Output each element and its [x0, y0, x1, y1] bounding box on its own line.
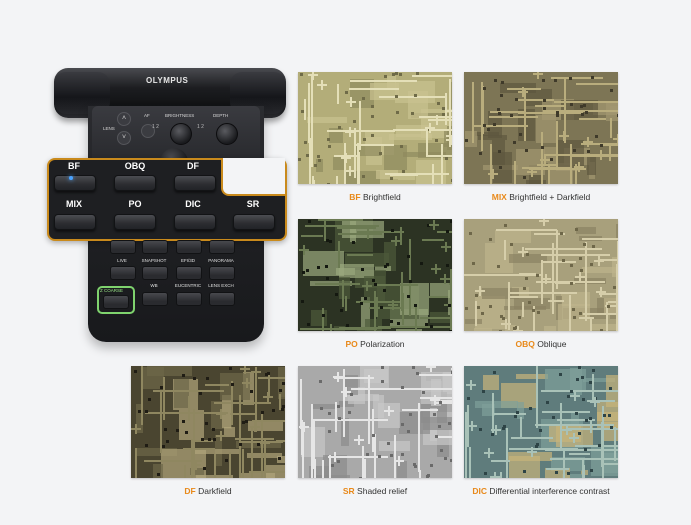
chevron-up-icon[interactable]: ˄: [117, 112, 131, 126]
panorama-button[interactable]: [209, 266, 235, 280]
sample-image-obq: [464, 219, 618, 331]
sample-image-df: [131, 366, 285, 478]
blank-key-4[interactable]: [209, 240, 235, 254]
mode-panel-notch: [221, 158, 285, 196]
bf-micrograph: [298, 72, 452, 184]
lens-exch-button[interactable]: [209, 292, 235, 306]
caption-bf: BF Brightfield: [265, 192, 485, 202]
mode-button-sr[interactable]: [233, 214, 275, 230]
live-label: LIVE: [117, 258, 127, 263]
sample-image-po: [298, 219, 452, 331]
mode-button-obq[interactable]: [114, 175, 156, 191]
lens-label: LENS: [103, 126, 115, 131]
live-button[interactable]: [110, 266, 136, 280]
tick-marks-mid: 1 2: [197, 124, 204, 130]
mode-label-mix: MIX: [65, 199, 82, 209]
caption-df-abbr: DF: [184, 486, 196, 496]
bf-active-led: [69, 176, 73, 180]
caption-sr-abbr: SR: [342, 486, 355, 496]
brightness-knob[interactable]: [170, 123, 192, 145]
mode-label-df: DF: [187, 161, 199, 171]
af-button[interactable]: [141, 124, 155, 138]
caption-dic: DIC Differential interference contrast: [431, 486, 651, 496]
mode-button-df[interactable]: [174, 175, 216, 191]
mode-label-po: PO: [128, 199, 142, 209]
lens-exch-label: LENS EXCH: [208, 283, 234, 288]
obq-micrograph: [464, 219, 618, 331]
mode-label-sr: SR: [246, 199, 260, 209]
mode-button-mix[interactable]: [54, 214, 96, 230]
brightness-label: BRIGHTNESS: [165, 113, 195, 118]
wb-label: WB: [150, 283, 158, 288]
wb-button[interactable]: [142, 292, 168, 306]
caption-sr-name: Shaded relief: [357, 486, 408, 496]
panorama-label: PANORAMA: [208, 258, 234, 263]
sample-image-dic: [464, 366, 618, 478]
caption-obq-abbr: OBQ: [515, 339, 535, 349]
caption-mix: MIX Brightfield + Darkfield: [431, 192, 651, 202]
caption-mix-abbr: MIX: [491, 192, 507, 202]
caption-bf-abbr: BF: [349, 192, 361, 202]
tick-marks-left: 1 2: [152, 124, 159, 130]
af-label: AF: [144, 113, 150, 118]
zcoarse-label: Z COARSE: [100, 288, 124, 293]
po-micrograph: [298, 219, 452, 331]
microscope-controller: OLYMPUS LENS ˄ ˅ AF BRIGHTNESS DEPTH 1 2…: [0, 0, 300, 350]
efi3d-label: EFI/3D: [180, 258, 195, 263]
caption-df-name: Darkfield: [198, 486, 232, 496]
caption-dic-abbr: DIC: [472, 486, 487, 496]
caption-po-name: Polarization: [360, 339, 405, 349]
caption-bf-name: Brightfield: [362, 192, 401, 202]
mode-label-bf: BF: [68, 161, 80, 171]
caption-obq-name: Oblique: [537, 339, 567, 349]
snapshot-label: SNAPSHOT: [141, 258, 167, 263]
blank-key-3[interactable]: [176, 240, 202, 254]
zcoarse-button[interactable]: [103, 295, 129, 309]
eucentric-label: EUCENTRIC: [174, 283, 202, 288]
mode-label-obq: OBQ: [124, 161, 146, 171]
caption-dic-name: Differential interference contrast: [489, 486, 610, 496]
zcoarse-highlight: [97, 286, 135, 314]
caption-po-abbr: PO: [345, 339, 358, 349]
blank-key-2[interactable]: [142, 240, 168, 254]
mode-button-bf[interactable]: [54, 175, 96, 191]
sr-micrograph: [298, 366, 452, 478]
sample-image-bf: [298, 72, 452, 184]
snapshot-button[interactable]: [142, 266, 168, 280]
focus-label: DEPTH: [213, 113, 229, 118]
sample-image-mix: [464, 72, 618, 184]
caption-obq: OBQ Oblique: [431, 339, 651, 349]
caption-mix-name: Brightfield + Darkfield: [509, 192, 591, 202]
mix-micrograph: [464, 72, 618, 184]
chevron-down-icon[interactable]: ˅: [117, 131, 131, 145]
df-micrograph: [131, 366, 285, 478]
brand-logo: OLYMPUS: [146, 76, 189, 85]
sample-image-sr: [298, 366, 452, 478]
mode-label-dic: DIC: [185, 199, 201, 209]
mode-button-po[interactable]: [114, 214, 156, 230]
blank-key-1[interactable]: [110, 240, 136, 254]
caption-df: DF Darkfield: [98, 486, 318, 496]
caption-sr: SR Shaded relief: [265, 486, 485, 496]
focus-knob[interactable]: [216, 123, 238, 145]
efi3d-button[interactable]: [176, 266, 202, 280]
mode-button-dic[interactable]: [174, 214, 216, 230]
eucentric-button[interactable]: [176, 292, 202, 306]
dic-micrograph: [464, 366, 618, 478]
caption-po: PO Polarization: [265, 339, 485, 349]
